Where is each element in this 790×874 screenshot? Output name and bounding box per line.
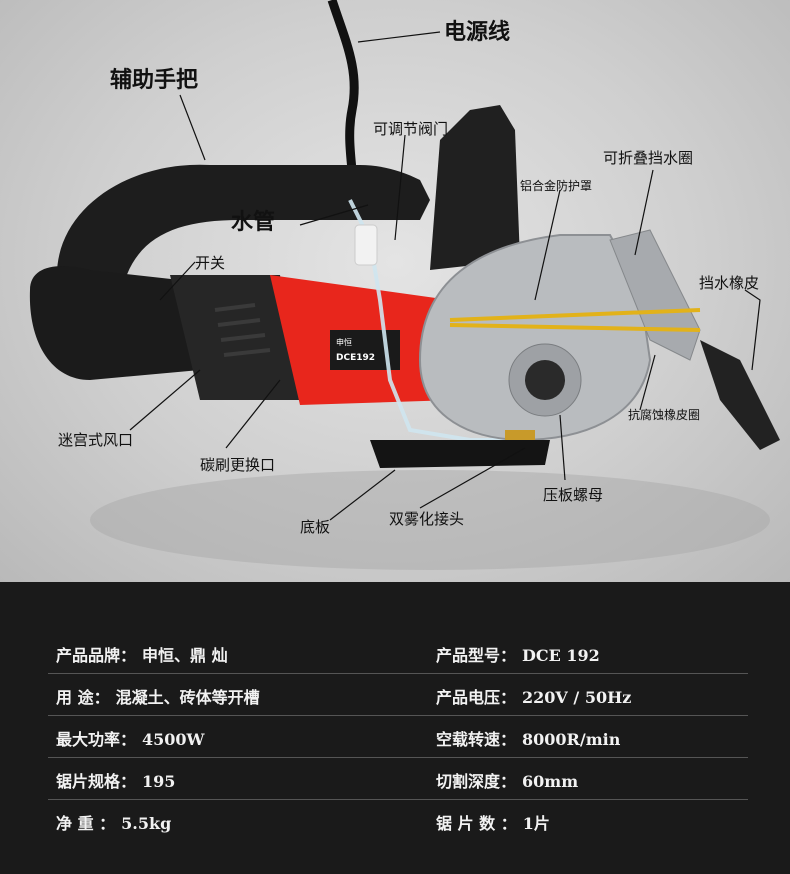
- spec-label: 产品电压：: [436, 688, 517, 707]
- callout-aux-handle: 辅助手把: [110, 68, 199, 93]
- spec-value: 8000R/min: [522, 730, 621, 749]
- callout-dual-spray: 双雾化接头: [389, 510, 465, 528]
- valve-shape: [354, 224, 378, 266]
- aux-handle-shape: [56, 164, 430, 300]
- row-divider: [48, 673, 748, 674]
- spec-label: 锯 片 数 ：: [436, 814, 517, 833]
- power-cord-shape: [327, 0, 359, 171]
- spec-row: 锯片规格： 195 切割深度： 60mm: [48, 758, 748, 800]
- spec-value: DCE 192: [522, 646, 600, 665]
- callout-base-plate: 底板: [300, 518, 331, 536]
- spec-value: 60mm: [522, 772, 579, 791]
- motor-cap-shape: [29, 266, 201, 380]
- callout-maze-vent: 迷宫式风口: [58, 431, 134, 449]
- spec-row: 用 途： 混凝土、砖体等开槽 产品电压： 220V / 50Hz: [48, 674, 748, 716]
- callout-alu-guard: 铝合金防护罩: [520, 179, 593, 193]
- brand-mark-text: 申恒: [336, 337, 352, 347]
- spec-label: 用 途：: [56, 688, 110, 707]
- spec-value: 混凝土、砖体等开槽: [115, 688, 260, 707]
- spec-label: 空载转速：: [436, 730, 517, 749]
- pressure-nut-shape: [525, 360, 565, 400]
- callout-rubber-guard: 挡水橡皮: [699, 274, 760, 292]
- spec-value: 申恒、鼎 灿: [142, 646, 228, 665]
- callout-anti-corrosion-ring: 抗腐蚀橡皮圈: [628, 408, 701, 422]
- wall-chaser-illustration: 申恒 DCE192: [29, 0, 780, 570]
- spec-row: 净 重 ： 5.5kg 锯 片 数 ： 1片: [48, 800, 748, 842]
- row-divider: [48, 799, 748, 800]
- row-divider: [48, 715, 748, 716]
- callout-water-pipe: 水管: [231, 210, 276, 235]
- callout-power-cord: 电源线: [444, 20, 511, 45]
- callout-valve: 可调节阀门: [373, 120, 449, 138]
- spray-nozzle-shape: [505, 430, 535, 440]
- model-text: DCE192: [336, 353, 375, 363]
- spec-label: 产品品牌：: [56, 646, 137, 665]
- callout-switch: 开关: [195, 254, 226, 272]
- blade-guard-shape: [418, 234, 652, 442]
- rubber-guard-shape: [700, 340, 780, 450]
- spec-value: 1片: [522, 814, 550, 833]
- rear-grip-shape: [430, 105, 520, 270]
- spec-label: 锯片规格：: [56, 772, 137, 791]
- row-divider: [48, 757, 748, 758]
- spec-label: 净 重 ：: [56, 814, 116, 833]
- spec-label: 最大功率：: [56, 730, 137, 749]
- band-shape: [449, 308, 701, 322]
- spec-value: 4500W: [142, 730, 205, 749]
- callout-foldable-ring: 可折叠挡水圈: [603, 149, 694, 167]
- water-ring-shape: [609, 229, 701, 361]
- spec-table: 产品品牌： 申恒、鼎 灿 产品型号： DCE 192 用 途： 混凝土、砖体等开槽 产…: [0, 582, 790, 874]
- callout-brush-port: 碳刷更换口: [200, 456, 276, 474]
- spec-label: 切割深度：: [436, 772, 517, 791]
- spec-value: 5.5kg: [121, 814, 172, 833]
- base-plate-shape: [370, 440, 550, 468]
- spec-value: 195: [142, 772, 176, 791]
- spec-value: 220V / 50Hz: [522, 688, 632, 707]
- product-photo: 申恒 DCE192: [0, 0, 790, 582]
- spec-row: 最大功率： 4500W 空载转速： 8000R/min: [48, 716, 748, 758]
- spec-label: 产品型号：: [436, 646, 517, 665]
- spec-row: 产品品牌： 申恒、鼎 灿 产品型号： DCE 192: [48, 632, 748, 674]
- callout-pressure-nut: 压板螺母: [543, 486, 604, 504]
